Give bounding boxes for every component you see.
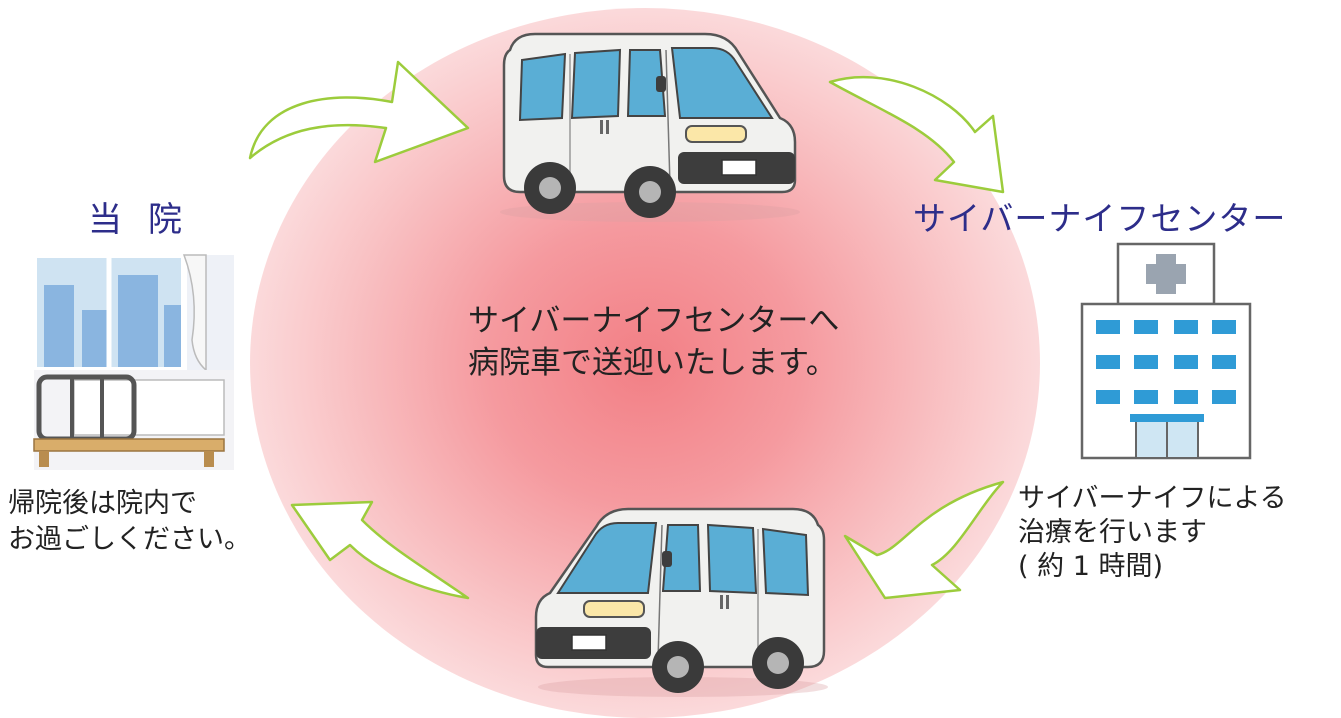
center-message-line1: サイバーナイフセンターへ [468, 303, 840, 339]
right-note-line3: ( 約 1 時間) [1018, 551, 1163, 582]
center-message-line2: 病院車で送迎いたします。 [468, 345, 837, 381]
left-note-line2: お過ごしください。 [8, 524, 251, 555]
right-site-title: サイバーナイフセンター [913, 199, 1287, 238]
van-icon [534, 507, 828, 697]
right-note-line2: 治療を行います [1018, 517, 1207, 548]
van-icon [500, 32, 800, 222]
hospital-room-icon [31, 252, 234, 470]
left-site-note: 帰院後は院内で お過ごしください。 [8, 486, 251, 558]
left-note-line1: 帰院後は院内で [8, 488, 197, 519]
right-site-note: サイバーナイフによる 治療を行います ( 約 1 時間) [1018, 482, 1287, 584]
right-note-line1: サイバーナイフによる [1018, 483, 1287, 514]
center-message: サイバーナイフセンターへ 病院車で送迎いたします。 [468, 300, 839, 384]
left-site-title: 当院 [88, 200, 208, 240]
hospital-building-icon [1080, 242, 1252, 460]
